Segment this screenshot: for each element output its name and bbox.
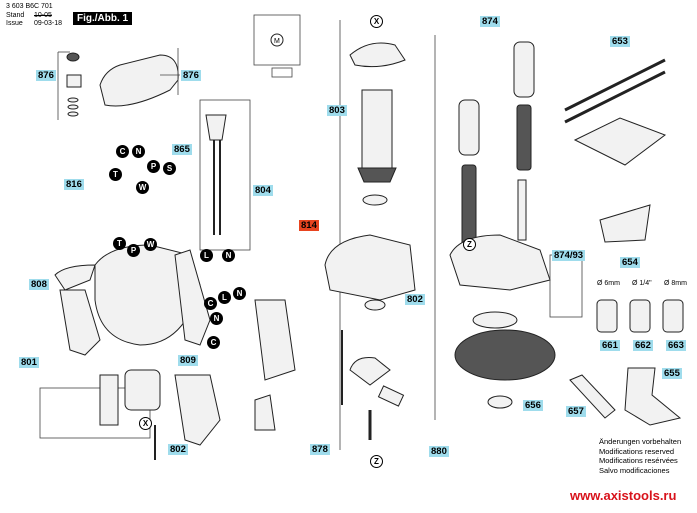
- svg-text:M: M: [274, 38, 280, 45]
- stand-label: Stand: [6, 12, 25, 19]
- part-label-802-center[interactable]: 802: [405, 294, 425, 305]
- part-label-661[interactable]: 661: [600, 340, 620, 351]
- part-label-663[interactable]: 663: [666, 340, 686, 351]
- part-label-808[interactable]: 808: [29, 279, 49, 290]
- connector-l: L: [218, 291, 231, 304]
- note-en: Modifications reserved: [599, 446, 675, 456]
- connector-n: N: [233, 287, 246, 300]
- motor-cap: [99, 54, 179, 107]
- part-label-814-highlighted[interactable]: 814: [299, 220, 319, 231]
- collet-size-6mm: Ø 6mm: [597, 280, 620, 287]
- issue-label: Issue: [6, 20, 23, 27]
- part-label-804[interactable]: 804: [253, 185, 273, 196]
- part-label-653[interactable]: 653: [610, 36, 630, 47]
- part-label-876-left[interactable]: 876: [36, 70, 56, 81]
- modification-notes: Änderungen vorbehalten Modifications res…: [599, 437, 681, 475]
- collet-size-1-4in: Ø 1/4": [632, 280, 652, 287]
- connector-s: S: [163, 162, 176, 175]
- connector-n: N: [132, 145, 145, 158]
- part-label-876-right[interactable]: 876: [181, 70, 201, 81]
- wiring-schematic: M: [253, 14, 301, 78]
- issue-date: 09-03-18: [34, 20, 63, 27]
- handle-right: [174, 249, 211, 346]
- part-label-816[interactable]: 816: [64, 179, 84, 190]
- dust-extraction-adapter: [624, 367, 682, 426]
- part-label-809[interactable]: 809: [178, 355, 198, 366]
- part-label-878[interactable]: 878: [310, 444, 330, 455]
- sub-base: [454, 329, 556, 381]
- part-label-865[interactable]: 865: [172, 144, 192, 155]
- shield: [54, 264, 96, 291]
- connector-l: L: [200, 249, 213, 262]
- part-label-803[interactable]: 803: [327, 105, 347, 116]
- connector-t: T: [109, 168, 122, 181]
- connector-z: Z: [370, 455, 383, 468]
- part-label-657[interactable]: 657: [566, 406, 586, 417]
- note-de: Änderungen vorbehalten: [599, 437, 682, 446]
- part-label-801[interactable]: 801: [19, 357, 39, 368]
- parallel-guide: [549, 58, 667, 318]
- gear-housing: [324, 234, 416, 301]
- connector-t: T: [113, 237, 126, 250]
- spring-assemblies: [434, 35, 535, 420]
- connector-p: P: [127, 244, 140, 257]
- part-label-656[interactable]: 656: [523, 400, 543, 411]
- connector-w: W: [136, 181, 149, 194]
- connector-c: C: [116, 145, 129, 158]
- collets: [596, 299, 684, 333]
- knob-assembly: [57, 51, 82, 120]
- connector-x: X: [139, 417, 152, 430]
- collet-size-8mm: Ø 8mm: [664, 280, 687, 287]
- part-label-802-left[interactable]: 802: [168, 444, 188, 455]
- armature: [361, 89, 393, 171]
- old-date: 10-05: [34, 12, 52, 19]
- connector-x: X: [370, 15, 383, 28]
- part-label-880[interactable]: 880: [429, 446, 449, 457]
- connector-z: Z: [463, 238, 476, 251]
- power-cord: [199, 99, 251, 251]
- connector-c: C: [207, 336, 220, 349]
- part-label-655[interactable]: 655: [662, 368, 682, 379]
- connector-n: N: [222, 249, 235, 262]
- note-es: Salvo modificaciones: [599, 465, 670, 475]
- bearing-cover: [349, 42, 406, 68]
- part-label-874[interactable]: 874: [480, 16, 500, 27]
- part-label-662[interactable]: 662: [633, 340, 653, 351]
- part-number: 3 603 B6C 701: [6, 3, 53, 10]
- figure-label: Fig./Abb. 1: [73, 12, 133, 25]
- part-label-874-93[interactable]: 874/93: [552, 250, 586, 261]
- note-fr: Modifications resérvées: [599, 456, 678, 465]
- website-link[interactable]: www.axistools.ru: [570, 488, 677, 503]
- connector-c: C: [204, 297, 217, 310]
- base-plate: [449, 234, 551, 291]
- connector-n: N: [210, 312, 223, 325]
- part-label-654[interactable]: 654: [620, 257, 640, 268]
- wrench: [569, 374, 616, 419]
- handle-left: [59, 289, 101, 356]
- connector-p: P: [147, 160, 160, 173]
- connector-w: W: [144, 238, 157, 251]
